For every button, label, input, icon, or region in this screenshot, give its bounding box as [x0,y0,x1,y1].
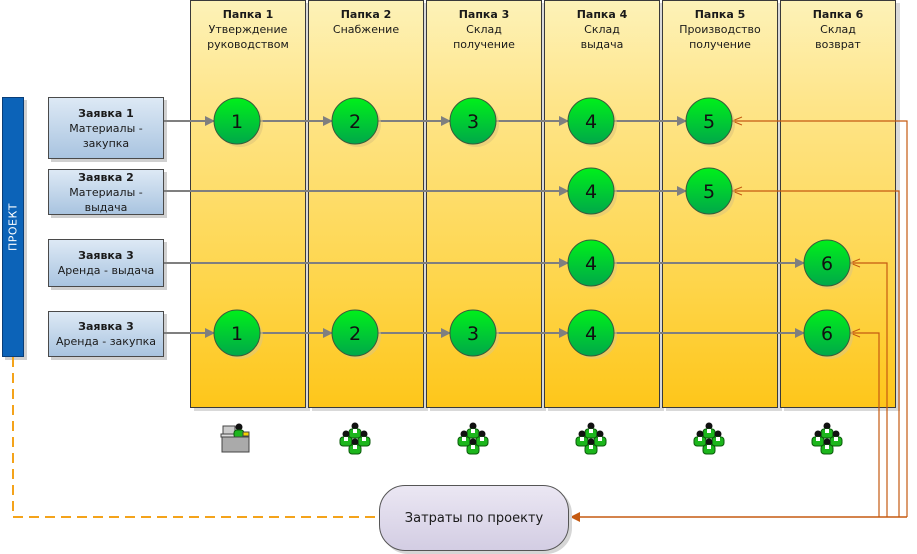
step-node [567,309,615,357]
folder-subtitle: руководством [207,38,289,51]
request-line: Материалы - [69,185,143,199]
manager-at-desk-icon [219,420,255,456]
step-number: 2 [349,323,361,345]
step-node [803,309,851,357]
request-title: Заявка 3 [78,320,134,333]
step-node [213,97,261,145]
step-node [213,309,261,357]
request-4[interactable]: Заявка 3 Аренда - закупка [48,311,164,357]
folder-title: Папка 4 [576,8,628,21]
request-2[interactable]: Заявка 2 Материалы - выдача [48,169,164,215]
step-number: 1 [231,323,243,345]
user-group-icon [573,420,609,456]
step-node [331,97,379,145]
cost-link [732,190,900,517]
step-number: 4 [585,181,597,203]
step-number: 4 [585,111,597,133]
step-node [567,167,615,215]
request-title: Заявка 1 [78,106,134,120]
step-number: 1 [231,111,243,133]
request-1[interactable]: Заявка 1 Материалы - закупка [48,97,164,159]
folder-subtitle: Склад [820,23,856,36]
project-cost-dashed-link [12,357,379,518]
folder-subtitle: возврат [815,38,861,51]
folder-subtitle: выдача [580,38,624,51]
cost-link [850,332,880,517]
folder-subtitle: Снабжение [332,23,400,36]
step-number: 5 [703,111,715,133]
folder-title: Папка 5 [694,8,746,21]
request-line: Аренда - выдача [57,264,155,277]
request-line: Аренда - закупка [55,335,157,348]
request-line: Материалы - [69,121,143,135]
user-group-icon [691,420,727,456]
step-number: 3 [467,111,479,133]
project-costs-node[interactable]: Затраты по проекту [379,485,569,551]
step-node [449,309,497,357]
folder-subtitle: Производство [679,23,761,36]
step-node [567,239,615,287]
request-3[interactable]: Заявка 3 Аренда - выдача [48,239,164,287]
user-group-icon [455,420,491,456]
step-number: 5 [703,181,715,203]
step-node [567,97,615,145]
folder-subtitle: получение [453,38,515,51]
step-number: 2 [349,111,361,133]
folder-subtitle: Склад [584,23,620,36]
folder-subtitle: получение [689,38,751,51]
step-number: 4 [585,253,597,275]
request-line: выдача [84,200,128,214]
folder-title: Папка 1 [222,8,274,21]
cost-link [850,262,888,517]
project-bar[interactable]: ПРОЕКТ [2,97,24,357]
user-group-icon [809,420,845,456]
folder-title: Папка 6 [812,8,864,21]
step-number: 6 [821,323,833,345]
project-costs-label: Затраты по проекту [404,510,544,526]
step-node [685,97,733,145]
step-number: 3 [467,323,479,345]
step-number: 6 [821,253,833,275]
step-number: 4 [585,323,597,345]
request-line: закупка [82,136,130,150]
request-title: Заявка 3 [78,249,134,262]
folder-title: Папка 3 [458,8,510,21]
step-node [449,97,497,145]
step-node [803,239,851,287]
cost-link [732,120,908,517]
step-node [331,309,379,357]
step-node [685,167,733,215]
folder-subtitle: Склад [466,23,502,36]
folder-subtitle: Утверждение [208,23,288,36]
folder-title: Папка 2 [340,8,392,21]
user-group-icon [337,420,373,456]
request-title: Заявка 2 [78,170,134,184]
